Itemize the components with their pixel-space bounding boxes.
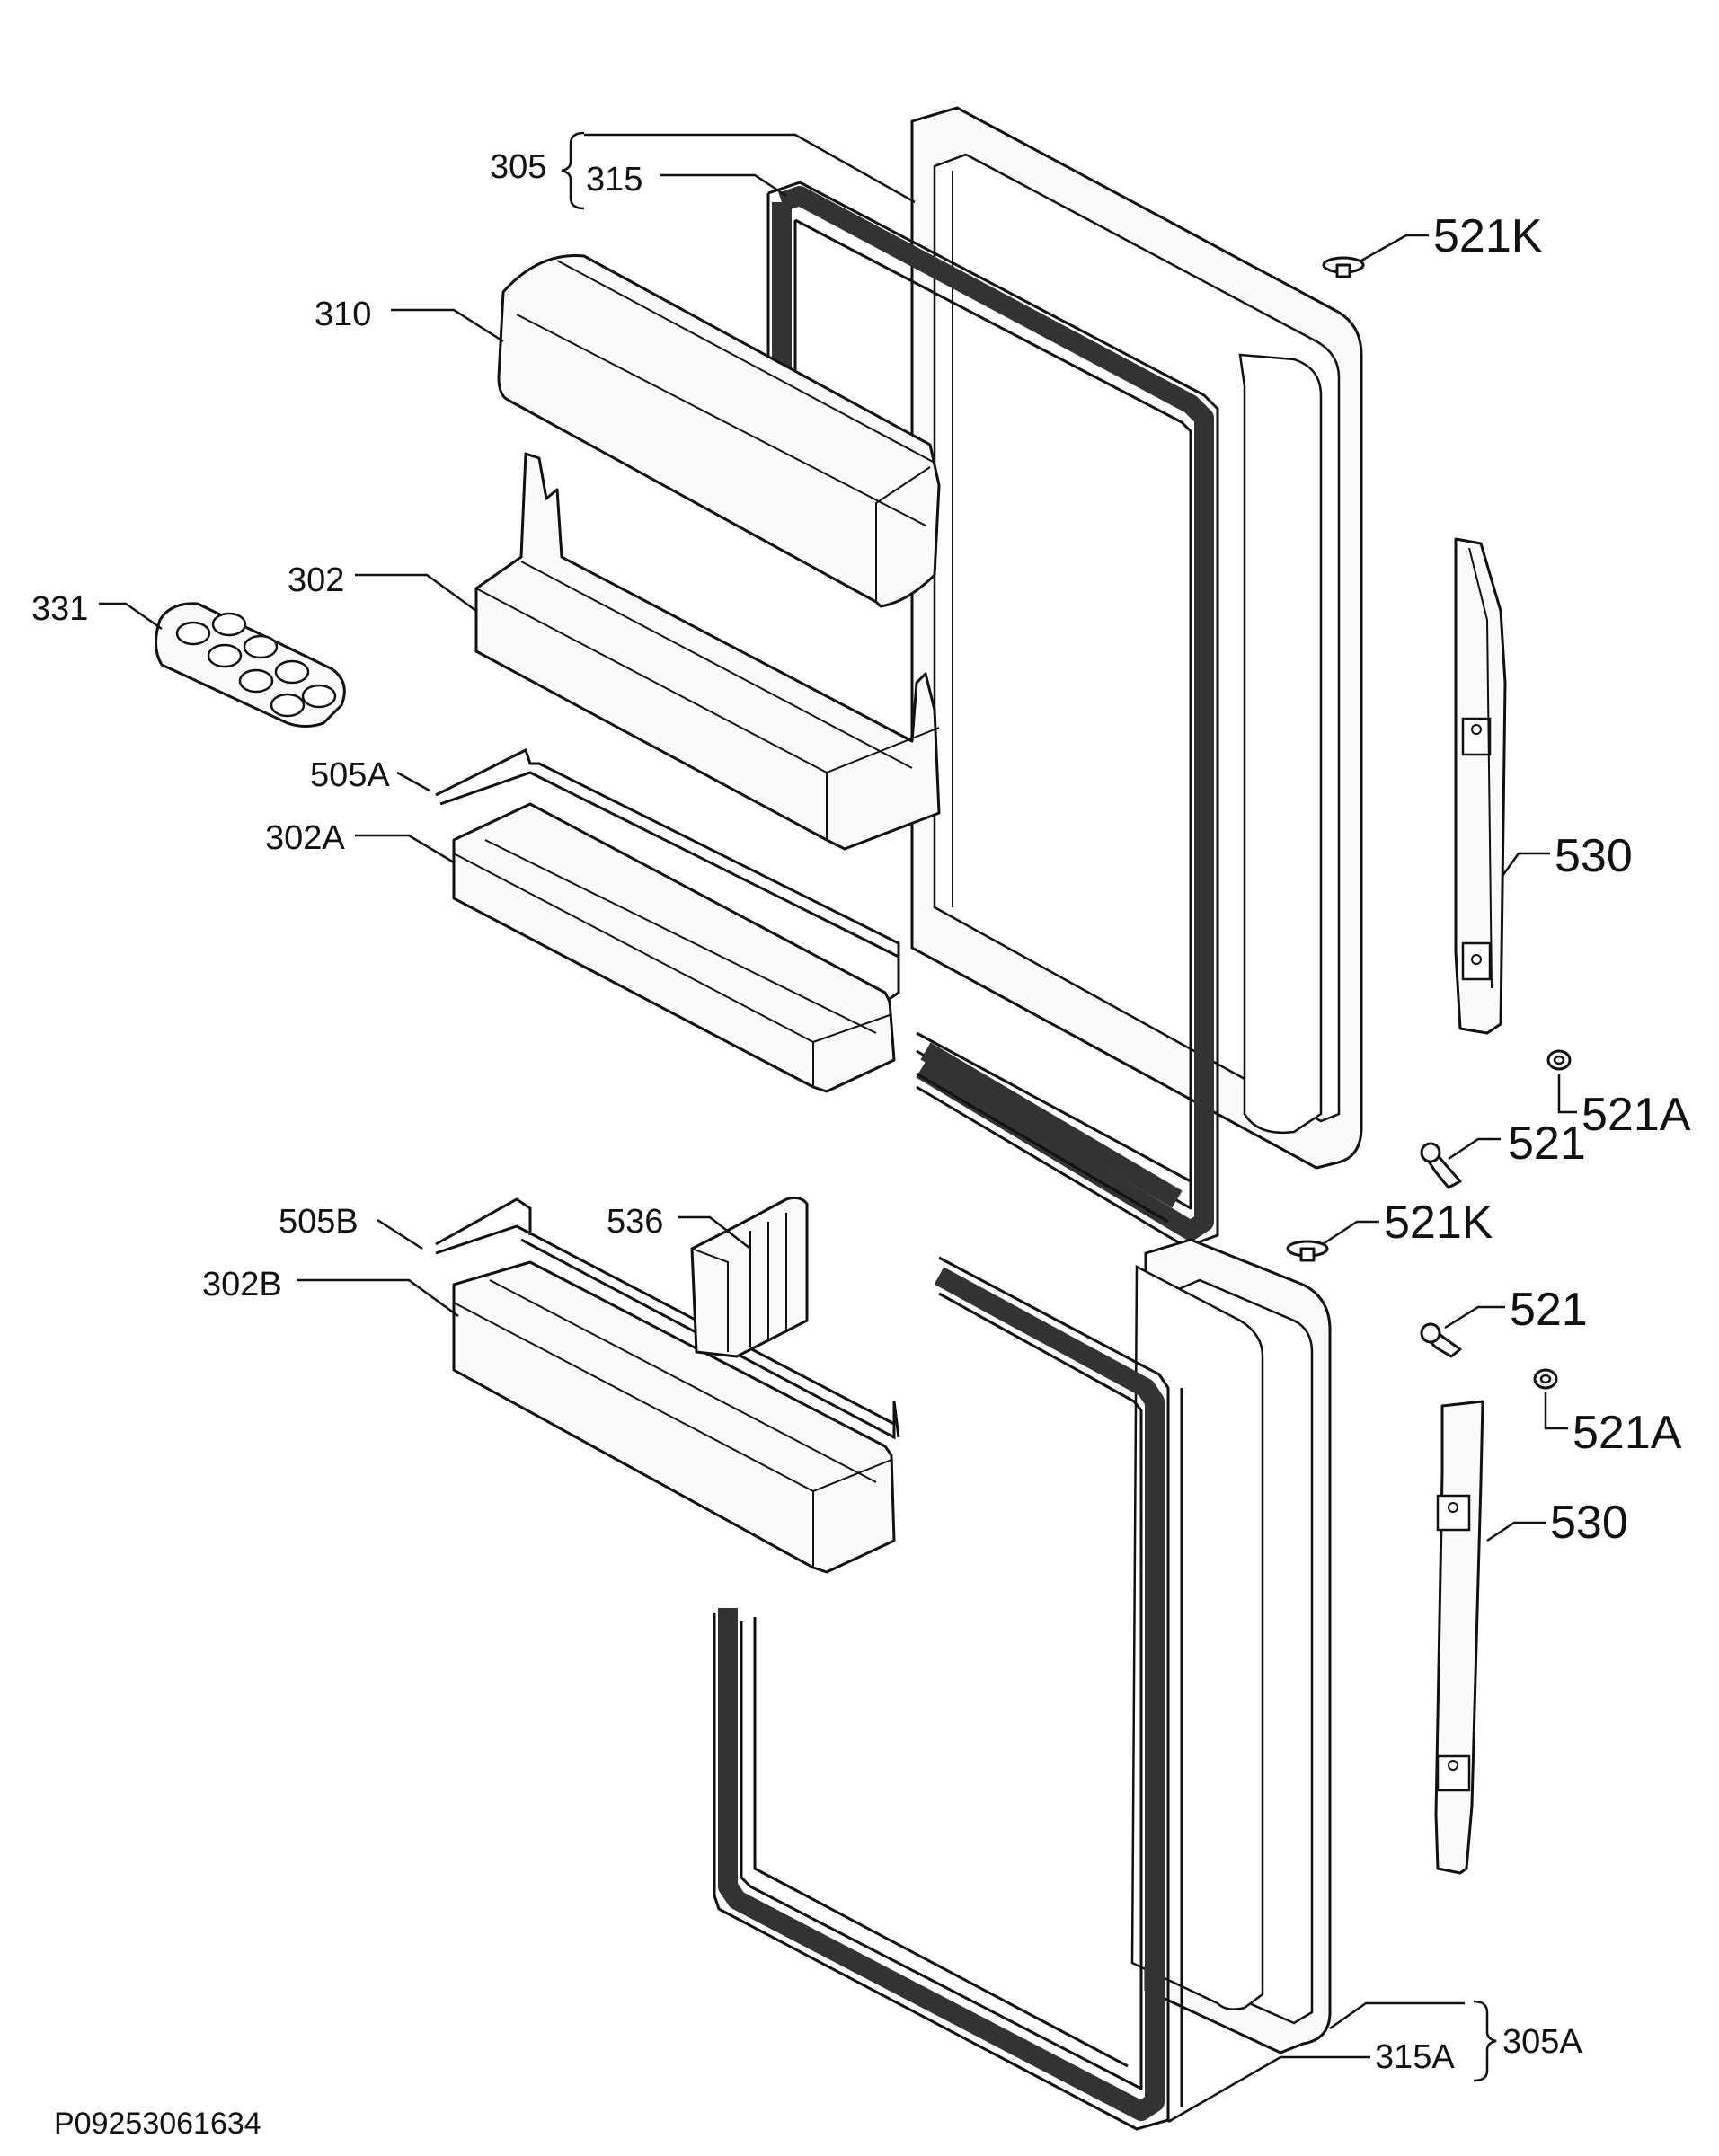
- label-521-bottom: 521: [1510, 1284, 1588, 1336]
- hinge-pin-521k-bottom: [1286, 1240, 1329, 1262]
- label-521a-bottom: 521A: [1573, 1407, 1682, 1459]
- upper-gasket-lower-rail: [916, 1031, 1192, 1224]
- label-302a: 302A: [265, 819, 345, 857]
- washer-521a-top: [1546, 1049, 1572, 1071]
- label-521k-bottom: 521K: [1384, 1197, 1493, 1249]
- label-302b: 302B: [202, 1266, 282, 1303]
- label-310: 310: [315, 296, 371, 333]
- upper-door-panel: [910, 106, 1363, 1170]
- door-shelf-302a: [452, 802, 896, 1093]
- washer-521a-bottom: [1533, 1368, 1558, 1390]
- door-hinge-530-top: [1454, 537, 1507, 1035]
- dairy-compartment-cover: [497, 254, 941, 608]
- upper-door-gasket: [766, 181, 1219, 1249]
- label-505b: 505B: [279, 1203, 359, 1241]
- label-521a-top: 521A: [1582, 1089, 1691, 1141]
- part-labels: 305 315 521K 310 331 302 505A 302A 530 5…: [31, 148, 1691, 2141]
- drawing-code: P09253061634: [54, 2107, 261, 2141]
- door-shelf-302b: [452, 1260, 896, 1574]
- label-315: 315: [586, 161, 642, 199]
- lower-door-gasket: [713, 1256, 1183, 2131]
- egg-tray: [155, 602, 346, 728]
- label-305: 305: [490, 148, 546, 186]
- door-shelf-302: [474, 452, 941, 851]
- label-530-top: 530: [1555, 830, 1633, 882]
- label-521-top: 521: [1508, 1118, 1586, 1170]
- lower-door-panel: [1130, 1238, 1332, 2054]
- label-530-bottom: 530: [1550, 1497, 1628, 1549]
- wire-guard-505a: [435, 747, 900, 1003]
- label-315a: 315A: [1375, 2038, 1455, 2076]
- leader-lines: [99, 131, 1577, 2124]
- screw-521-bottom: [1420, 1322, 1462, 1358]
- door-hinge-530-bottom: [1434, 1400, 1484, 1875]
- screw-521-top: [1420, 1142, 1462, 1189]
- label-331: 331: [31, 590, 88, 628]
- label-505a: 505A: [310, 756, 390, 794]
- label-305a: 305A: [1502, 2023, 1582, 2061]
- hinge-pin-521k-top: [1322, 256, 1365, 278]
- label-536: 536: [607, 1203, 663, 1241]
- bottle-divider-536: [690, 1196, 809, 1358]
- label-521k-top: 521K: [1433, 210, 1543, 262]
- label-302: 302: [288, 561, 344, 599]
